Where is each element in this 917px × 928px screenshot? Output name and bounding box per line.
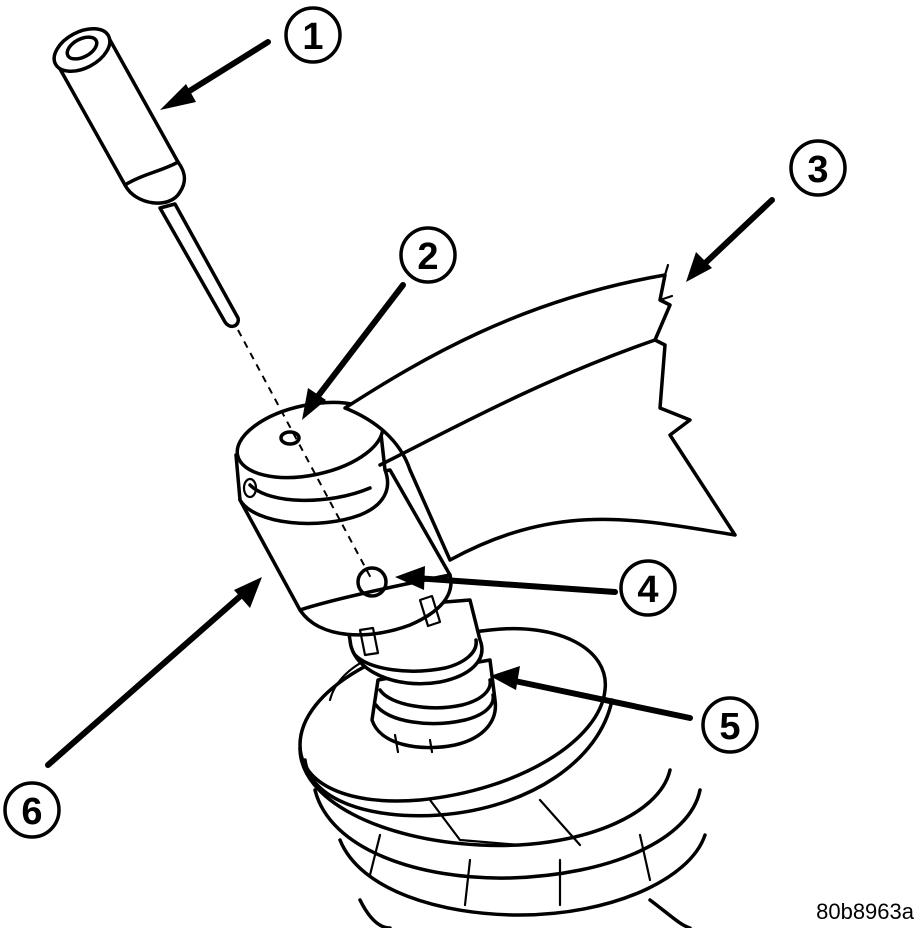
callout-6-label: 6	[21, 791, 42, 833]
leader-arrows	[45, 39, 775, 768]
upper-mount-cap	[234, 400, 390, 526]
mounting-bracket	[343, 263, 737, 562]
callout-5: 5	[701, 696, 759, 754]
callout-3: 3	[789, 139, 847, 197]
alignment-dashed-line	[237, 329, 373, 581]
callout-2: 2	[399, 226, 457, 284]
pin-punch-tool	[52, 27, 240, 329]
cap-hole	[242, 477, 258, 499]
callout-4: 4	[619, 559, 677, 617]
callout-1-label: 1	[302, 16, 323, 58]
callout-1: 1	[284, 6, 342, 64]
coil-spring	[298, 746, 707, 928]
callout-2-label: 2	[417, 236, 438, 278]
callout-4-label: 4	[637, 569, 658, 611]
callout-5-label: 5	[719, 706, 740, 748]
alignment-hole	[356, 566, 388, 598]
callout-3-label: 3	[807, 149, 828, 191]
callout-6: 6	[3, 781, 61, 839]
figure-code: 80b8963a	[816, 899, 914, 924]
pin-hole	[279, 430, 301, 446]
